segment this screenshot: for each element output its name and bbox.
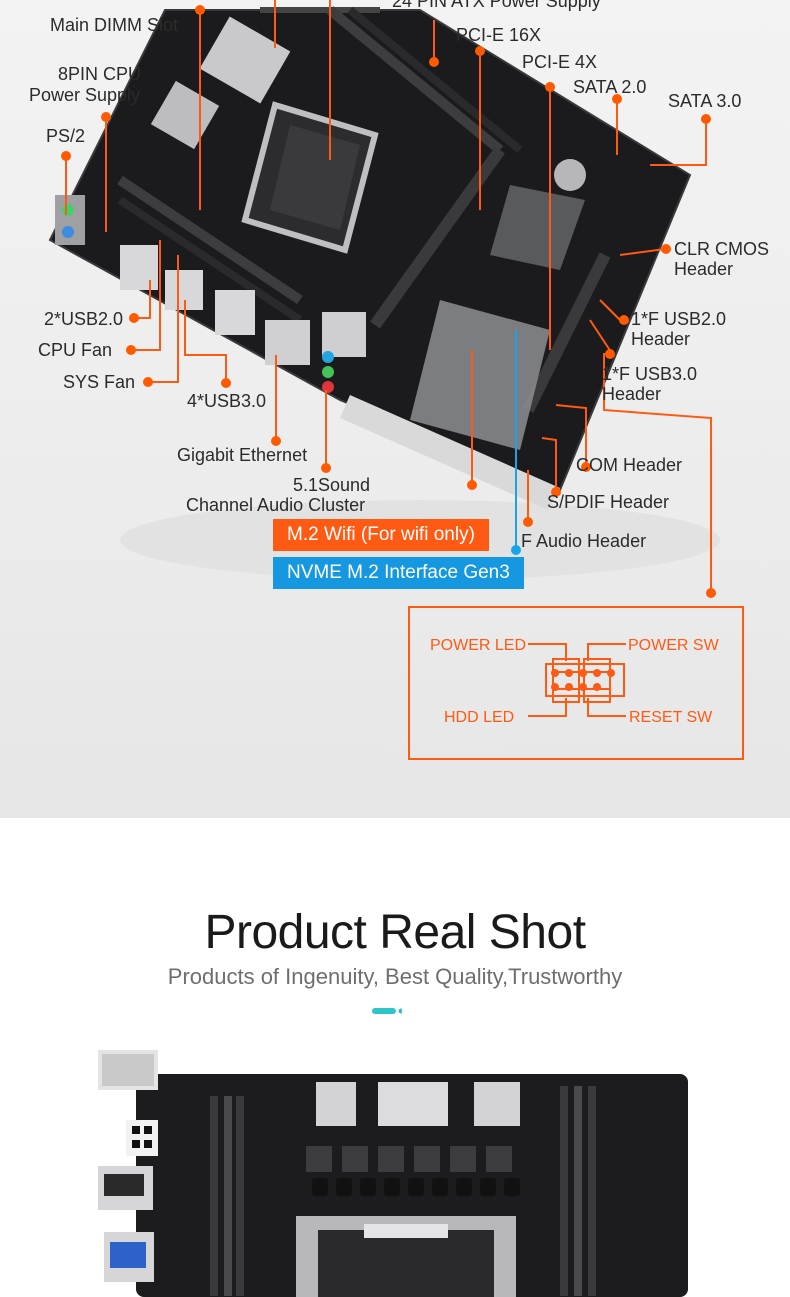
dot-pcie16 (475, 46, 485, 56)
label-main-dimm: Main DIMM Slot (50, 15, 179, 35)
product-photo-motherboard (98, 1050, 688, 1297)
dot-gigabit (271, 436, 281, 446)
label-pcie16: PCI-E 16X (456, 25, 542, 45)
label-sata2: SATA 2.0 (573, 77, 647, 97)
dot-sata2 (612, 94, 622, 104)
label-clr-cmos-line1: CLR CMOS (674, 239, 770, 259)
label-usb2-rear: 2*USB2.0 (44, 309, 124, 329)
label-cpu-fan: CPU Fan (38, 340, 113, 360)
section-title: Product Real Shot (204, 906, 586, 959)
label-spdif: S/PDIF Header (547, 492, 670, 512)
annotated-board-section: Main DIMM Slot 24 PIN ATX Power Supply P… (0, 0, 790, 818)
label-pcie4: PCI-E 4X (522, 52, 598, 72)
label-sound-line1: 5.1Sound (293, 475, 371, 495)
dot-main-dimm (195, 5, 205, 15)
label-cpu-power-line1: 8PIN CPU (58, 64, 142, 84)
label-f-usb3-line2: Header (602, 384, 662, 404)
label-reset-sw: RESET SW (629, 709, 713, 726)
dot-com (581, 462, 591, 472)
dot-usb2-rear (129, 313, 139, 323)
dot-sound (321, 463, 331, 473)
label-f-usb2-line1: 1*F USB2.0 (631, 309, 727, 329)
front-panel-header-diagram: POWER LED POWER SW HDD LED RESET SW (408, 606, 744, 760)
label-power-led: POWER LED (430, 637, 527, 654)
label-sound-line2: Channel Audio Cluster (186, 495, 366, 515)
dot-front-panel (706, 588, 716, 598)
title-divider (372, 1008, 402, 1014)
dot-nvme (511, 545, 521, 555)
label-power-sw: POWER SW (628, 637, 719, 654)
label-sys-fan: SYS Fan (63, 372, 136, 392)
dot-f-usb2 (619, 315, 629, 325)
dot-pcie4 (545, 82, 555, 92)
dot-f-audio (523, 517, 533, 527)
dot-spdif (551, 487, 561, 497)
label-ps2: PS/2 (46, 126, 86, 146)
front-panel-pinout (528, 643, 626, 717)
label-cpu-power-line2: Power Supply (29, 85, 141, 105)
callout-lines (65, 0, 712, 593)
dot-f-usb3 (605, 349, 615, 359)
dot-m2-wifi (467, 480, 477, 490)
dot-cpu-power (101, 112, 111, 122)
label-hdd-led: HDD LED (444, 709, 515, 726)
label-gigabit: Gigabit Ethernet (177, 445, 308, 465)
label-atx-power: 24 PIN ATX Power Supply (392, 0, 601, 11)
label-usb3-rear: 4*USB3.0 (187, 391, 267, 411)
badge-nvme: NVME M.2 Interface Gen3 (273, 557, 524, 589)
label-f-usb3-line1: 1*F USB3.0 (602, 364, 698, 384)
label-com: COM Header (576, 455, 683, 475)
label-clr-cmos-line2: Header (674, 259, 734, 279)
motherboard-illustration (48, 6, 720, 580)
dot-atx-power (429, 57, 439, 67)
dot-usb3-rear (221, 378, 231, 388)
dot-sata3 (701, 114, 711, 124)
label-sata3: SATA 3.0 (668, 91, 742, 111)
dot-clr-cmos (661, 244, 671, 254)
dot-sys-fan (143, 377, 153, 387)
label-f-audio: F Audio Header (521, 531, 647, 551)
badge-m2-wifi: M.2 Wifi (For wifi only) (273, 519, 489, 551)
dot-ps2 (61, 151, 71, 161)
dot-cpu-fan (126, 345, 136, 355)
label-f-usb2-line2: Header (631, 329, 691, 349)
section-subtitle: Products of Ingenuity, Best Quality,Trus… (167, 964, 623, 989)
